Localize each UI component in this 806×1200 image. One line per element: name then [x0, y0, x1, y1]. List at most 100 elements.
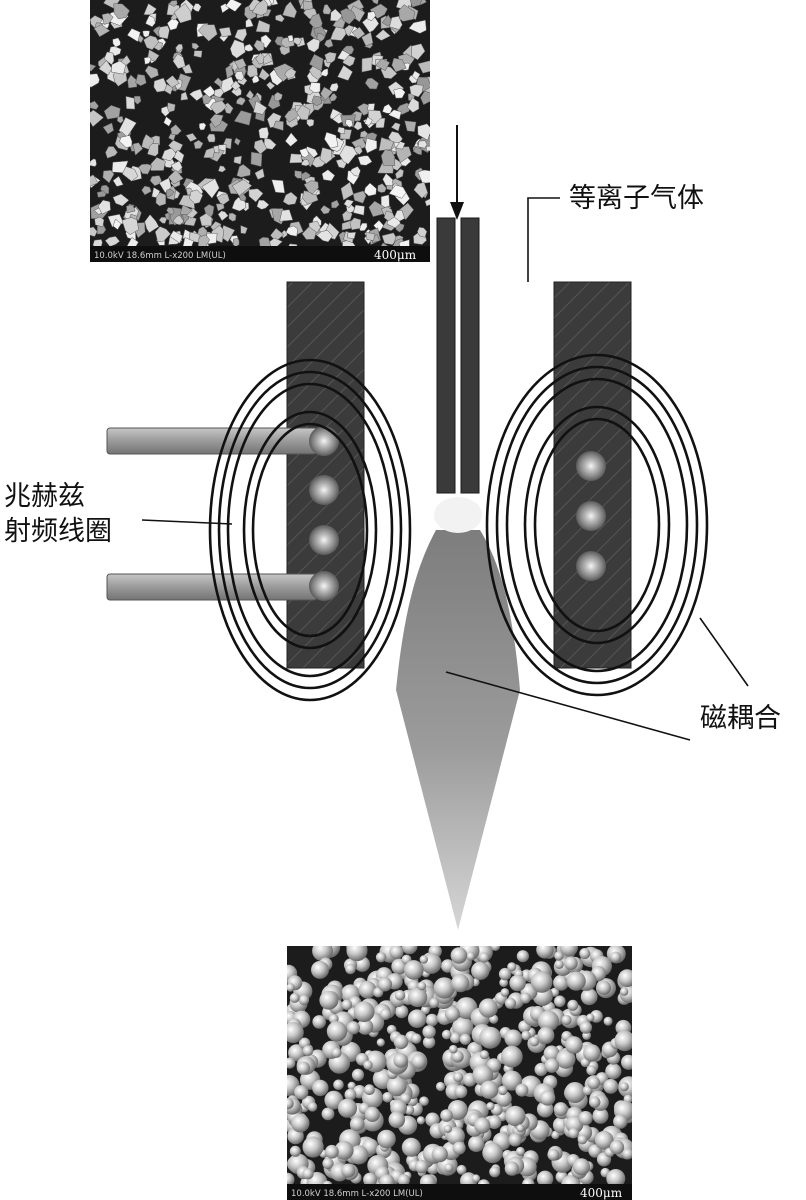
spherical-particle — [296, 1061, 310, 1075]
irregular-particle — [393, 87, 406, 99]
spherical-particle — [468, 1135, 485, 1153]
irregular-particle — [353, 121, 363, 131]
spherical-particle — [377, 977, 393, 992]
irregular-particle — [299, 147, 310, 158]
plasma-gas-label: 等离子气体 — [569, 183, 704, 214]
irregular-particle — [375, 29, 391, 41]
spherical-particle — [554, 951, 564, 961]
irregular-particle — [296, 104, 311, 121]
right-coil-spots — [576, 451, 606, 581]
magnetic-coupling-label: 磁耦合 — [700, 703, 781, 734]
spherical-particle — [302, 1136, 324, 1158]
spherical-particle — [443, 1124, 452, 1133]
irregular-particle — [337, 126, 346, 135]
irregular-particle — [245, 18, 254, 28]
irregular-particle — [321, 169, 336, 182]
irregular-particle — [417, 140, 428, 149]
spherical-particle — [349, 1145, 369, 1165]
bottom-micrograph-info-bar — [287, 1184, 632, 1200]
spherical-particle — [345, 963, 356, 975]
irregular-particle — [170, 124, 182, 135]
irregular-particle — [417, 60, 430, 74]
spherical-particle — [490, 946, 501, 951]
irregular-particle — [172, 215, 185, 226]
irregular-particle — [395, 141, 406, 150]
irregular-particle — [192, 3, 202, 12]
spherical-particle — [449, 1032, 461, 1044]
spherical-particle — [618, 969, 632, 988]
irregular-particle — [324, 131, 339, 149]
spherical-particle — [411, 1033, 422, 1044]
irregular-particle — [411, 43, 426, 61]
spherical-particle — [333, 1079, 344, 1091]
irregular-particle — [275, 14, 285, 23]
irregular-particle — [340, 8, 357, 25]
irregular-particle — [143, 35, 160, 51]
spherical-particle — [586, 1065, 597, 1076]
irregular-particle — [168, 0, 178, 7]
spherical-particle — [504, 1029, 522, 1048]
irregular-particle — [352, 190, 367, 204]
irregular-particle — [255, 19, 271, 33]
spherical-particle — [516, 950, 530, 963]
irregular-particle — [282, 1, 298, 19]
powder-feed-tube — [436, 217, 480, 494]
irregular-particle — [388, 184, 407, 199]
spherical-particle — [474, 1117, 491, 1134]
irregular-particle — [395, 168, 404, 180]
spherical-particle — [471, 1174, 481, 1183]
spherical-particle — [567, 999, 579, 1011]
irregular-particle — [138, 163, 153, 175]
spherical-particle — [521, 1030, 531, 1041]
irregular-particle — [189, 189, 204, 204]
irregular-particle — [173, 149, 185, 164]
spherical-particle — [382, 1092, 393, 1103]
spherical-particle — [568, 1127, 579, 1139]
spherical-particle — [445, 1006, 460, 1022]
coil-spot — [309, 525, 339, 555]
irregular-particle — [253, 139, 268, 155]
irregular-particle — [191, 42, 200, 50]
spherical-particle — [605, 1063, 622, 1080]
irregular-particle — [371, 0, 379, 5]
irregular-particle — [322, 4, 332, 15]
irregular-particle — [103, 0, 121, 9]
spherical-particle — [547, 1148, 560, 1161]
irregular-particle — [398, 4, 415, 22]
spherical-particle — [287, 1057, 296, 1069]
spherical-particle — [564, 1082, 586, 1103]
spherical-particle — [322, 1157, 334, 1170]
spherical-particle — [289, 993, 300, 1003]
irregular-particle — [373, 219, 385, 233]
spherical-particle — [579, 1021, 593, 1034]
coil-spot — [309, 571, 339, 601]
spherical-particle — [456, 1164, 467, 1175]
spherical-particle — [578, 1111, 593, 1126]
irregular-particle — [90, 109, 104, 128]
spherical-particle — [344, 1088, 357, 1101]
irregular-particle — [217, 210, 229, 222]
irregular-particle — [320, 68, 329, 77]
irregular-particle — [199, 212, 213, 227]
spherical-particle — [416, 1116, 425, 1125]
spherical-particle — [287, 1172, 295, 1187]
irregular-particle — [337, 49, 351, 61]
spherical-particle — [302, 1045, 314, 1057]
spherical-particle — [397, 1174, 410, 1187]
spherical-particle — [586, 1013, 595, 1022]
spherical-particle — [307, 1102, 318, 1112]
spherical-particle — [516, 1124, 525, 1133]
spherical-particle — [466, 951, 476, 961]
spherical-particle — [579, 948, 591, 959]
irregular-particle — [320, 205, 331, 215]
irregular-particle — [166, 207, 175, 215]
spherical-particle — [331, 1047, 342, 1058]
spherical-particle — [509, 974, 526, 992]
spherical-particle — [411, 1053, 427, 1070]
spherical-particle — [603, 1016, 613, 1026]
irregular-particle — [213, 145, 220, 154]
irregular-particle — [308, 53, 324, 72]
irregular-particle — [361, 31, 374, 47]
irregular-particle — [285, 225, 298, 237]
spherical-particle — [341, 1163, 356, 1178]
